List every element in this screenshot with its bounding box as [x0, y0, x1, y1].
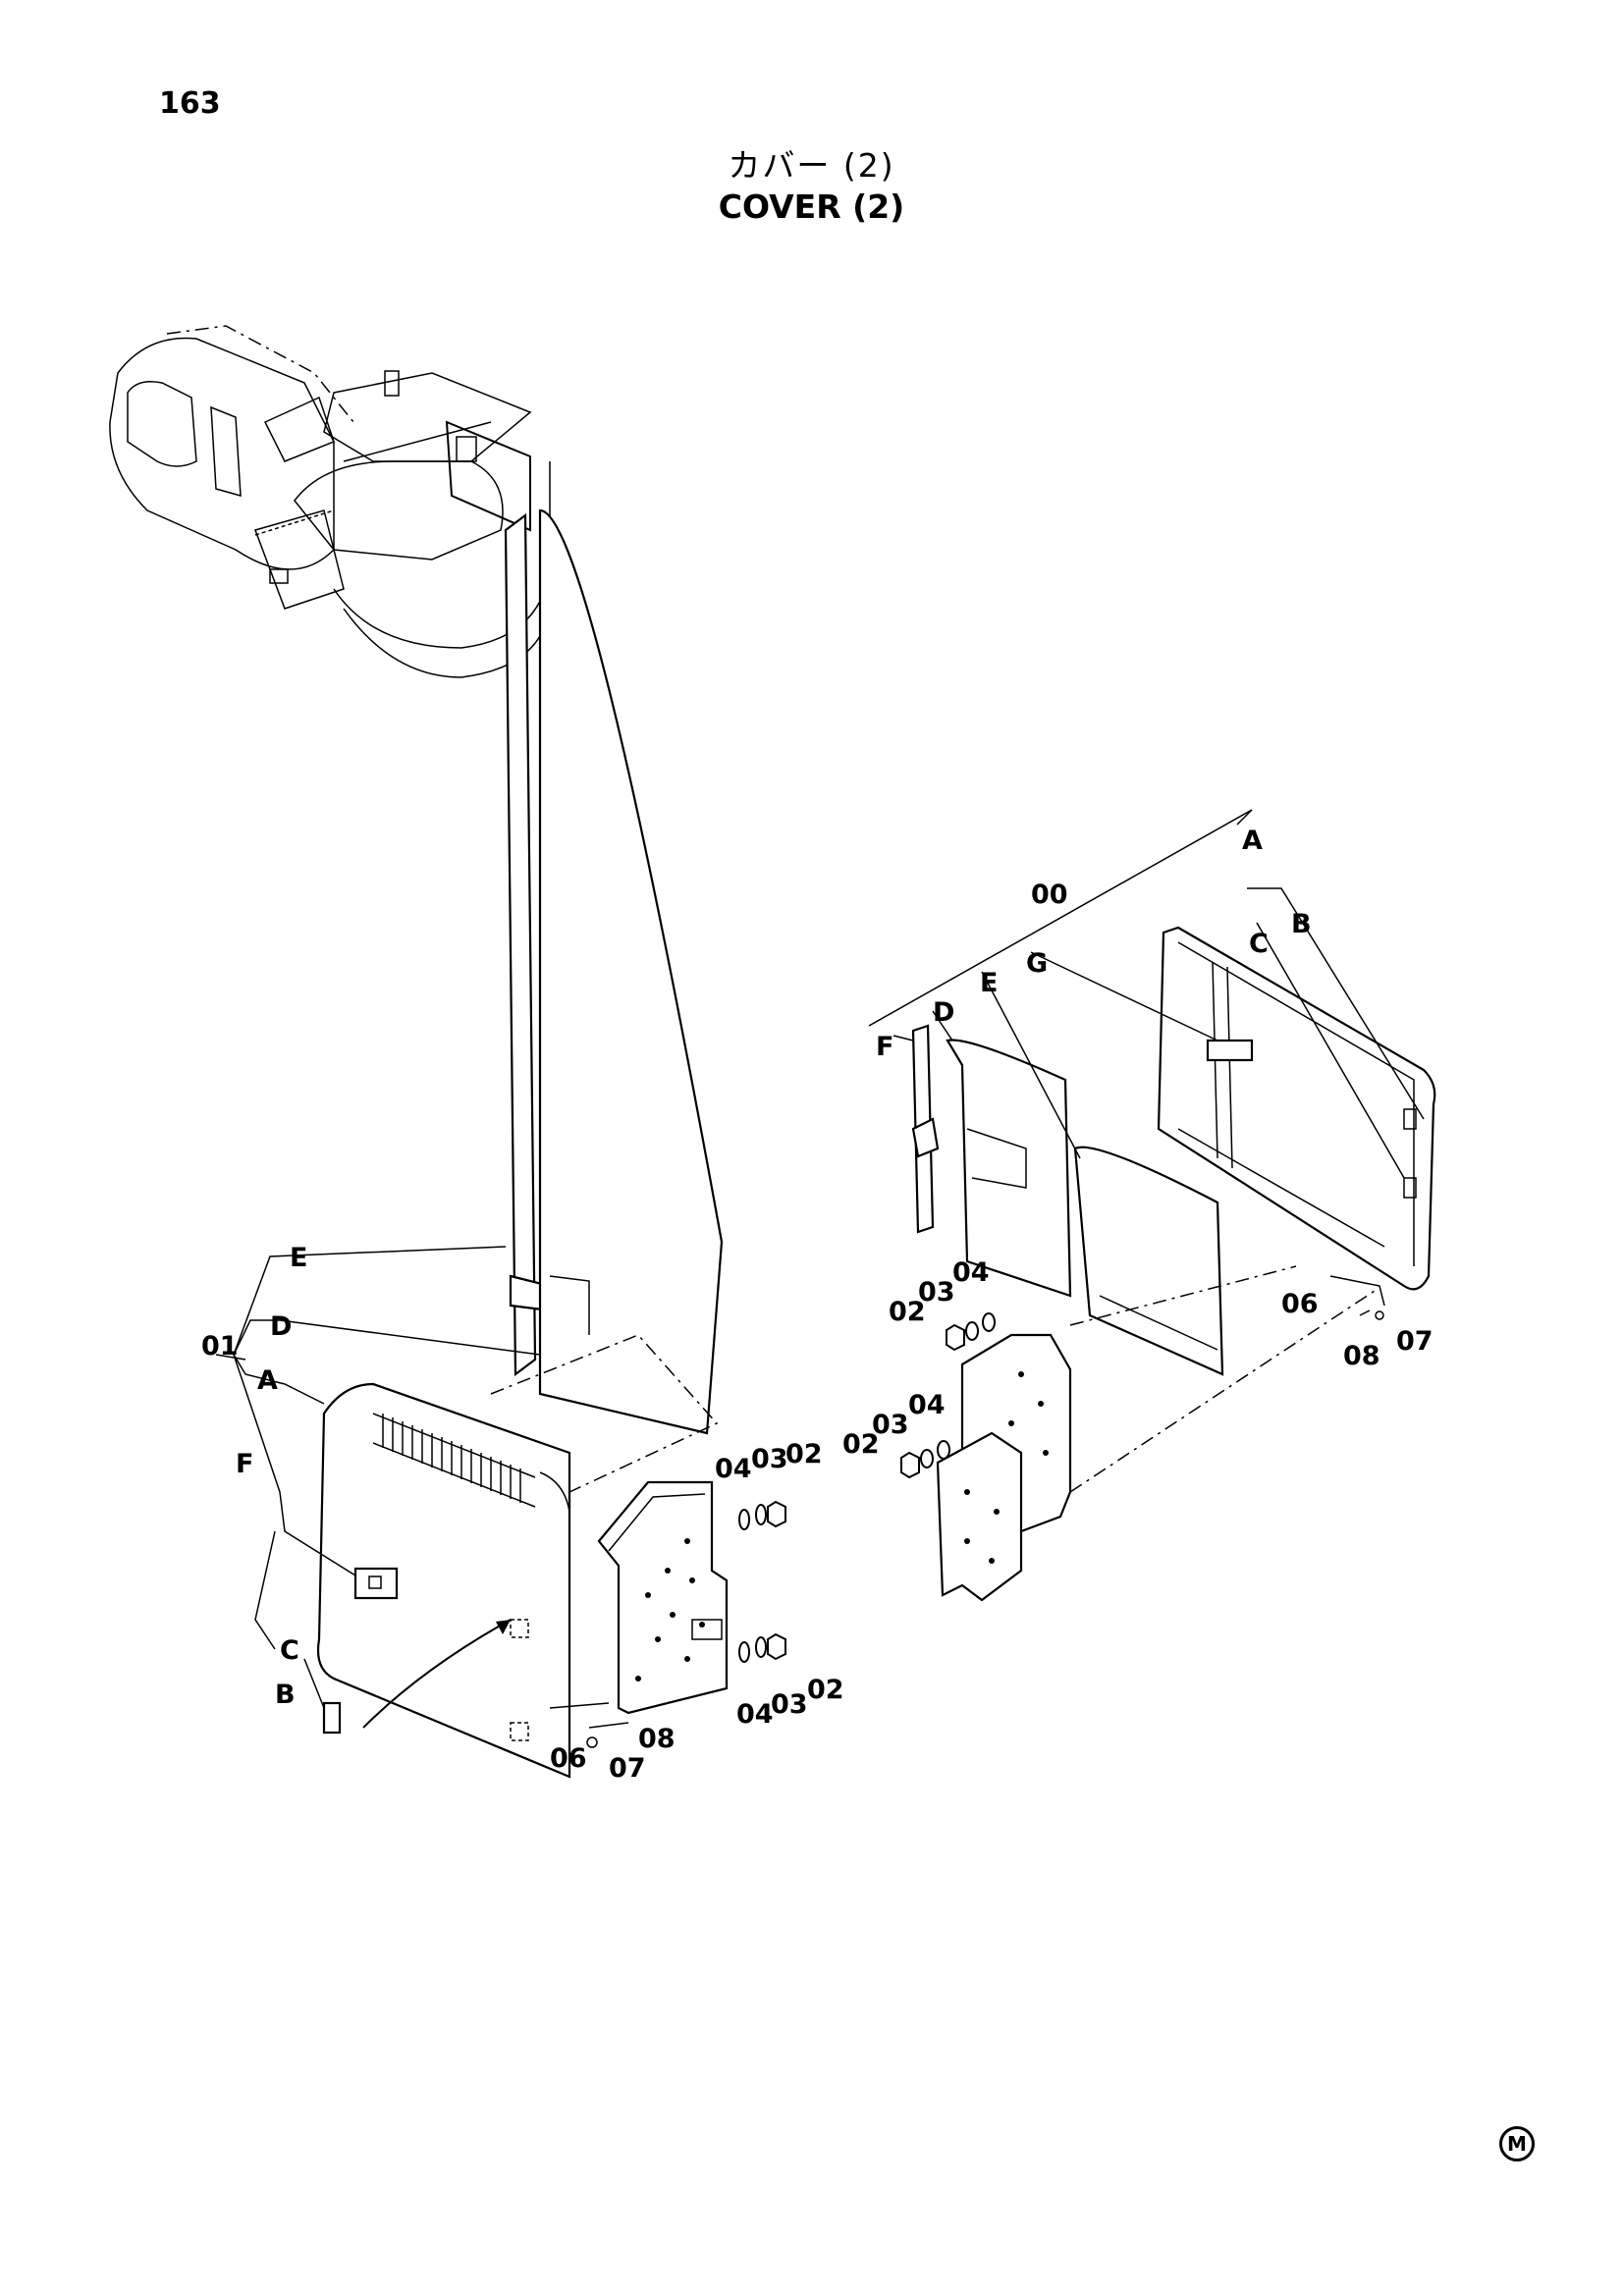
label-02-right-top: 02	[889, 1297, 926, 1327]
label-02-left-bottom: 02	[807, 1675, 844, 1705]
label-02-left-top: 02	[785, 1439, 823, 1469]
label-b-right: B	[1291, 909, 1312, 939]
label-00: 00	[1031, 880, 1068, 910]
label-06-left: 06	[550, 1743, 587, 1774]
label-b-left: B	[275, 1680, 296, 1710]
page-title-english: COVER (2)	[718, 187, 905, 226]
label-e-right: E	[980, 968, 998, 998]
callout-labels: 01 E D A F C B 04 03 02 04 03 02 06 07 0…	[201, 826, 1434, 1784]
label-f-right: F	[876, 1032, 893, 1062]
lock-part-b	[322, 1701, 342, 1735]
label-04-right-top: 04	[952, 1257, 990, 1288]
label-03-left-bottom: 03	[771, 1689, 808, 1720]
label-04-left-bottom: 04	[736, 1699, 774, 1730]
label-03-right-bottom: 03	[872, 1410, 909, 1440]
label-01: 01	[201, 1331, 239, 1362]
lock-handle-f	[353, 1567, 399, 1600]
label-c-right: C	[1249, 929, 1269, 959]
label-07-left: 07	[609, 1753, 646, 1784]
detail-arrow	[362, 1619, 512, 1729]
right-cover-assembly	[868, 809, 1436, 1602]
bracket-g	[1206, 1039, 1254, 1062]
label-03-right-top: 03	[918, 1277, 955, 1308]
page-title-japanese: カバー (2)	[728, 146, 895, 185]
corner-mark: M	[1499, 2126, 1535, 2162]
label-06-right: 06	[1281, 1289, 1319, 1319]
label-04-left-top: 04	[715, 1454, 752, 1484]
label-c-left: C	[280, 1635, 299, 1666]
label-07-right: 07	[1396, 1326, 1434, 1357]
label-e-left: E	[290, 1243, 307, 1273]
label-08-left: 08	[638, 1724, 676, 1754]
label-04-right-bottom: 04	[908, 1390, 946, 1420]
left-cover-assembly	[215, 508, 786, 1779]
label-03-left-top: 03	[751, 1444, 788, 1474]
label-g-right: G	[1026, 948, 1048, 979]
cover-vent-grille	[372, 1413, 536, 1508]
excavator-overview-illustration	[109, 325, 551, 678]
label-a-right: A	[1242, 826, 1263, 856]
label-02-right-bottom: 02	[842, 1429, 880, 1460]
label-f-left: F	[236, 1449, 253, 1479]
title-block: カバー (2) COVER (2)	[0, 145, 1623, 228]
label-d-left: D	[270, 1311, 292, 1342]
page-number: 163	[159, 86, 221, 121]
label-a-left: A	[257, 1365, 278, 1396]
label-d-right: D	[933, 997, 954, 1028]
label-08-right: 08	[1343, 1341, 1380, 1371]
